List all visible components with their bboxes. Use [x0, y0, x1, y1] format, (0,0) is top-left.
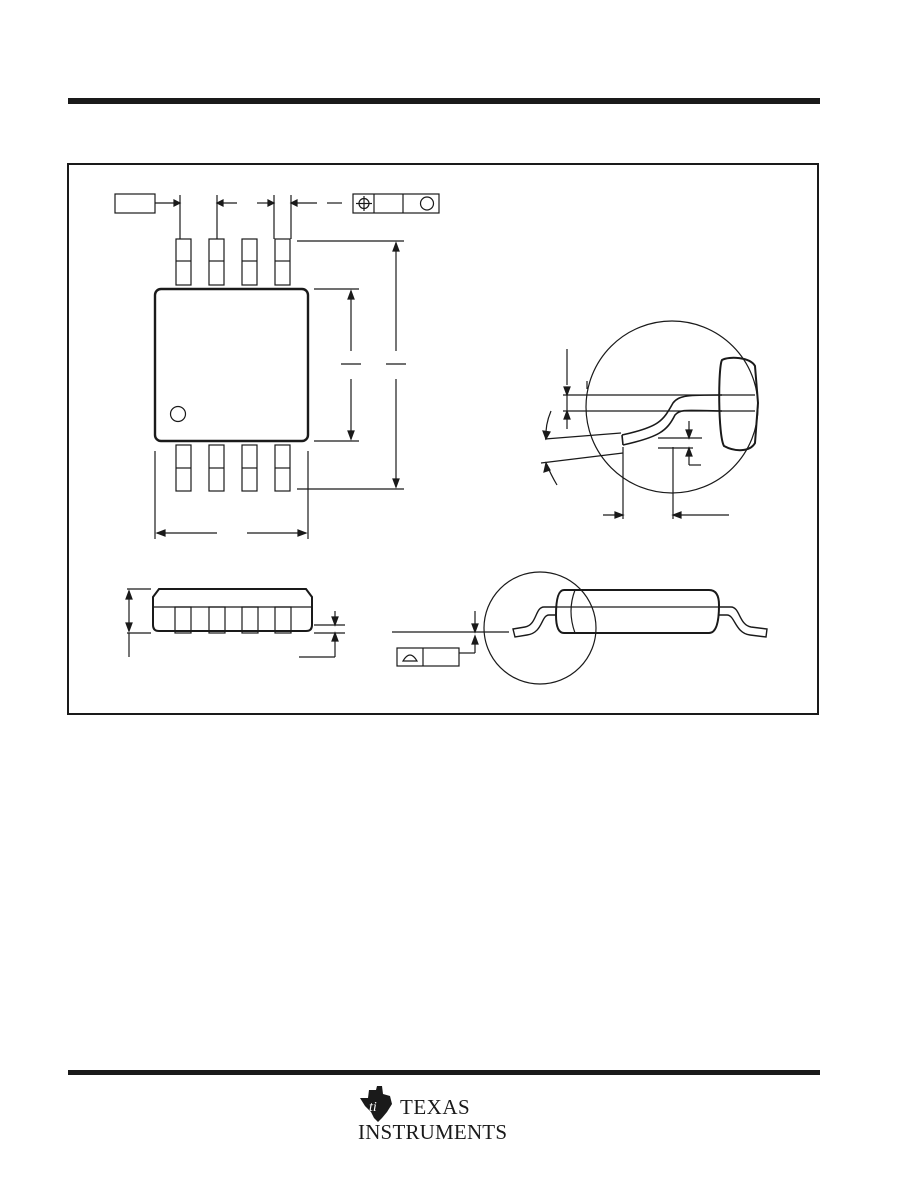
header-rule — [68, 98, 820, 104]
end-view — [125, 588, 345, 658]
package-body — [153, 287, 310, 443]
position-tolerance-symbol — [352, 193, 440, 214]
footer-rule — [68, 1070, 820, 1075]
logo-brand-line1: Texas — [400, 1095, 470, 1119]
pin1-marker — [169, 405, 187, 423]
logo-brand-line2: Instruments — [358, 1120, 507, 1144]
datum-box — [114, 193, 156, 214]
ti-state-logo-icon: ti — [360, 1086, 392, 1122]
modifier-circle — [419, 196, 435, 211]
gage-detail — [540, 320, 760, 519]
mechanical-outline-drawing — [67, 163, 819, 715]
svg-text:ti: ti — [369, 1100, 377, 1115]
top-view — [114, 193, 440, 539]
side-view — [392, 571, 768, 685]
coplanarity-symbol — [396, 647, 460, 667]
company-logo: ti Texas Instruments — [356, 1084, 526, 1144]
